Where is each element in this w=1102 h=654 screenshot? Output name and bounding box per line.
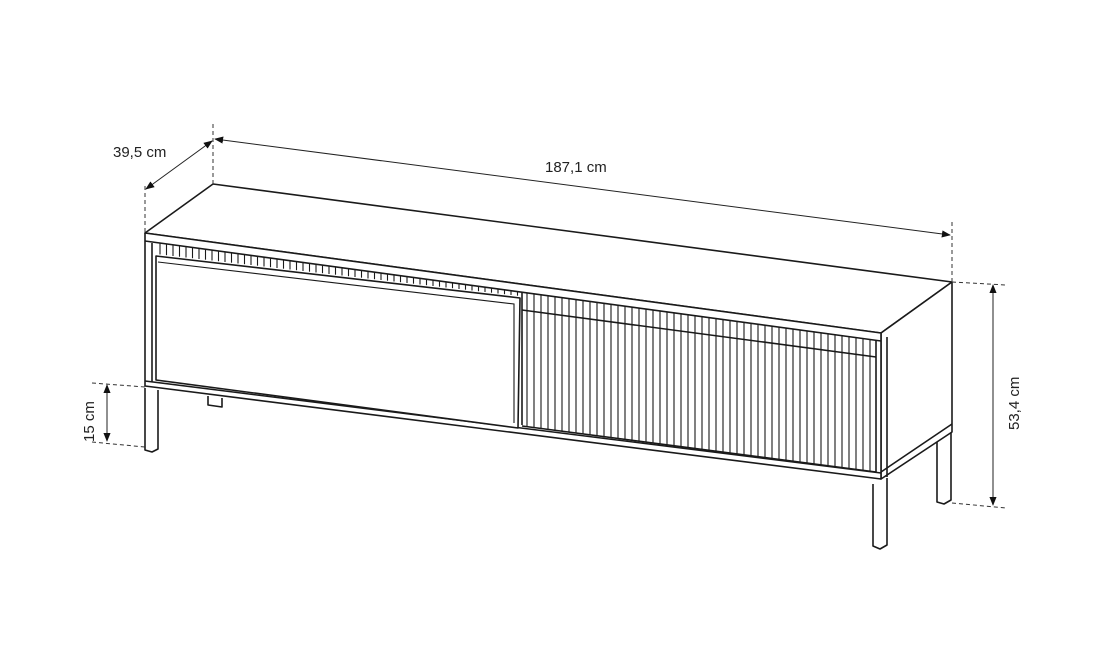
width-label: 187,1 cm — [545, 159, 607, 176]
leg-front-left — [144, 388, 159, 453]
dimension-lines — [91, 124, 1007, 509]
leg-height-label: 15 cm — [81, 401, 98, 442]
fluted-panels — [159, 243, 871, 472]
side-bottom-edge — [880, 423, 953, 473]
leg-back-left — [207, 396, 223, 408]
extension-line — [951, 502, 1007, 509]
drawer-front — [155, 255, 521, 429]
drawer — [155, 255, 523, 429]
extension-line — [91, 382, 146, 388]
drawer-bevel — [157, 261, 515, 423]
leg-back-right — [936, 433, 952, 505]
legs — [144, 388, 952, 550]
door-bottom — [521, 425, 877, 473]
width-arrow — [214, 136, 951, 238]
height-label: 53,4 cm — [1006, 377, 1023, 430]
extension-line — [91, 441, 146, 448]
door-rail — [521, 309, 877, 358]
leg-front-right — [872, 478, 888, 550]
extension-line — [951, 281, 1007, 286]
depth-label: 39,5 cm — [113, 144, 166, 161]
depth-arrow — [145, 140, 213, 190]
